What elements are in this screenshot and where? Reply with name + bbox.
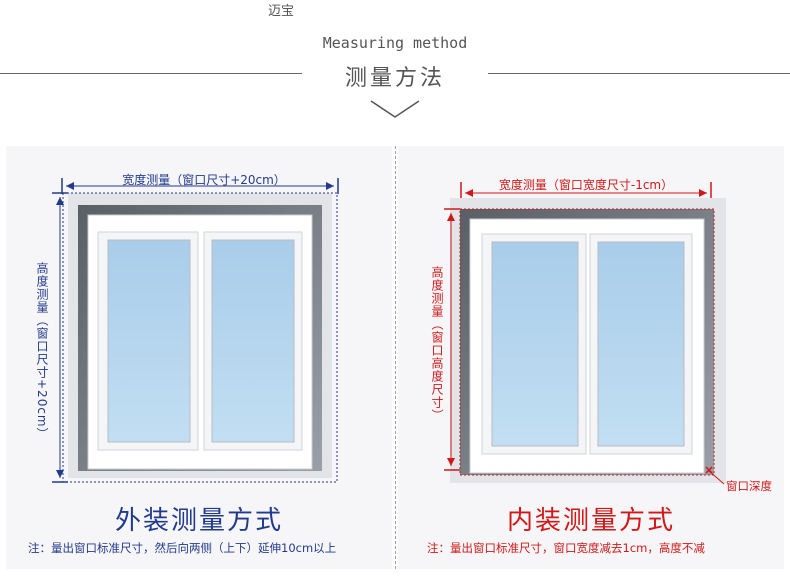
chevron-down-icon [370,100,420,118]
inside-mount-note: 注：量出窗口标准尺寸，窗口宽度减去1cm，高度不减 [427,541,705,555]
outside-mount-note: 注：量出窗口标准尺寸，然后向两侧（上下）延伸10cm以上 [28,541,337,555]
inside-mount-title: 内装测量方式 [506,506,675,536]
left-window [52,178,339,483]
brand-watermark: 迈宝 [268,4,295,19]
title-rule-left [0,73,302,74]
left-width-label: 宽度测量（窗口尺寸+20cm） [122,173,286,187]
panel-divider [395,146,396,569]
title-rule-right [488,73,790,74]
left-height-label: 高度测量（窗口尺寸+20cm） [35,262,49,441]
left-glass-pane-1 [107,239,191,443]
left-glass-pane-2 [211,239,295,443]
title-english: Measuring method [322,34,468,52]
right-glass-pane-2 [597,241,685,447]
left-extent-outline [62,192,338,483]
window-depth-label: 窗口深度 [726,479,772,493]
right-height-label: 高度测量（窗口高度尺寸） [430,266,444,422]
right-width-label: 宽度测量（窗口宽度尺寸-1cm） [498,178,674,192]
right-window [444,182,726,485]
title-chinese: 测量方法 [344,66,445,91]
right-glass-pane-1 [491,241,579,447]
outside-mount-title: 外装测量方式 [114,506,283,536]
